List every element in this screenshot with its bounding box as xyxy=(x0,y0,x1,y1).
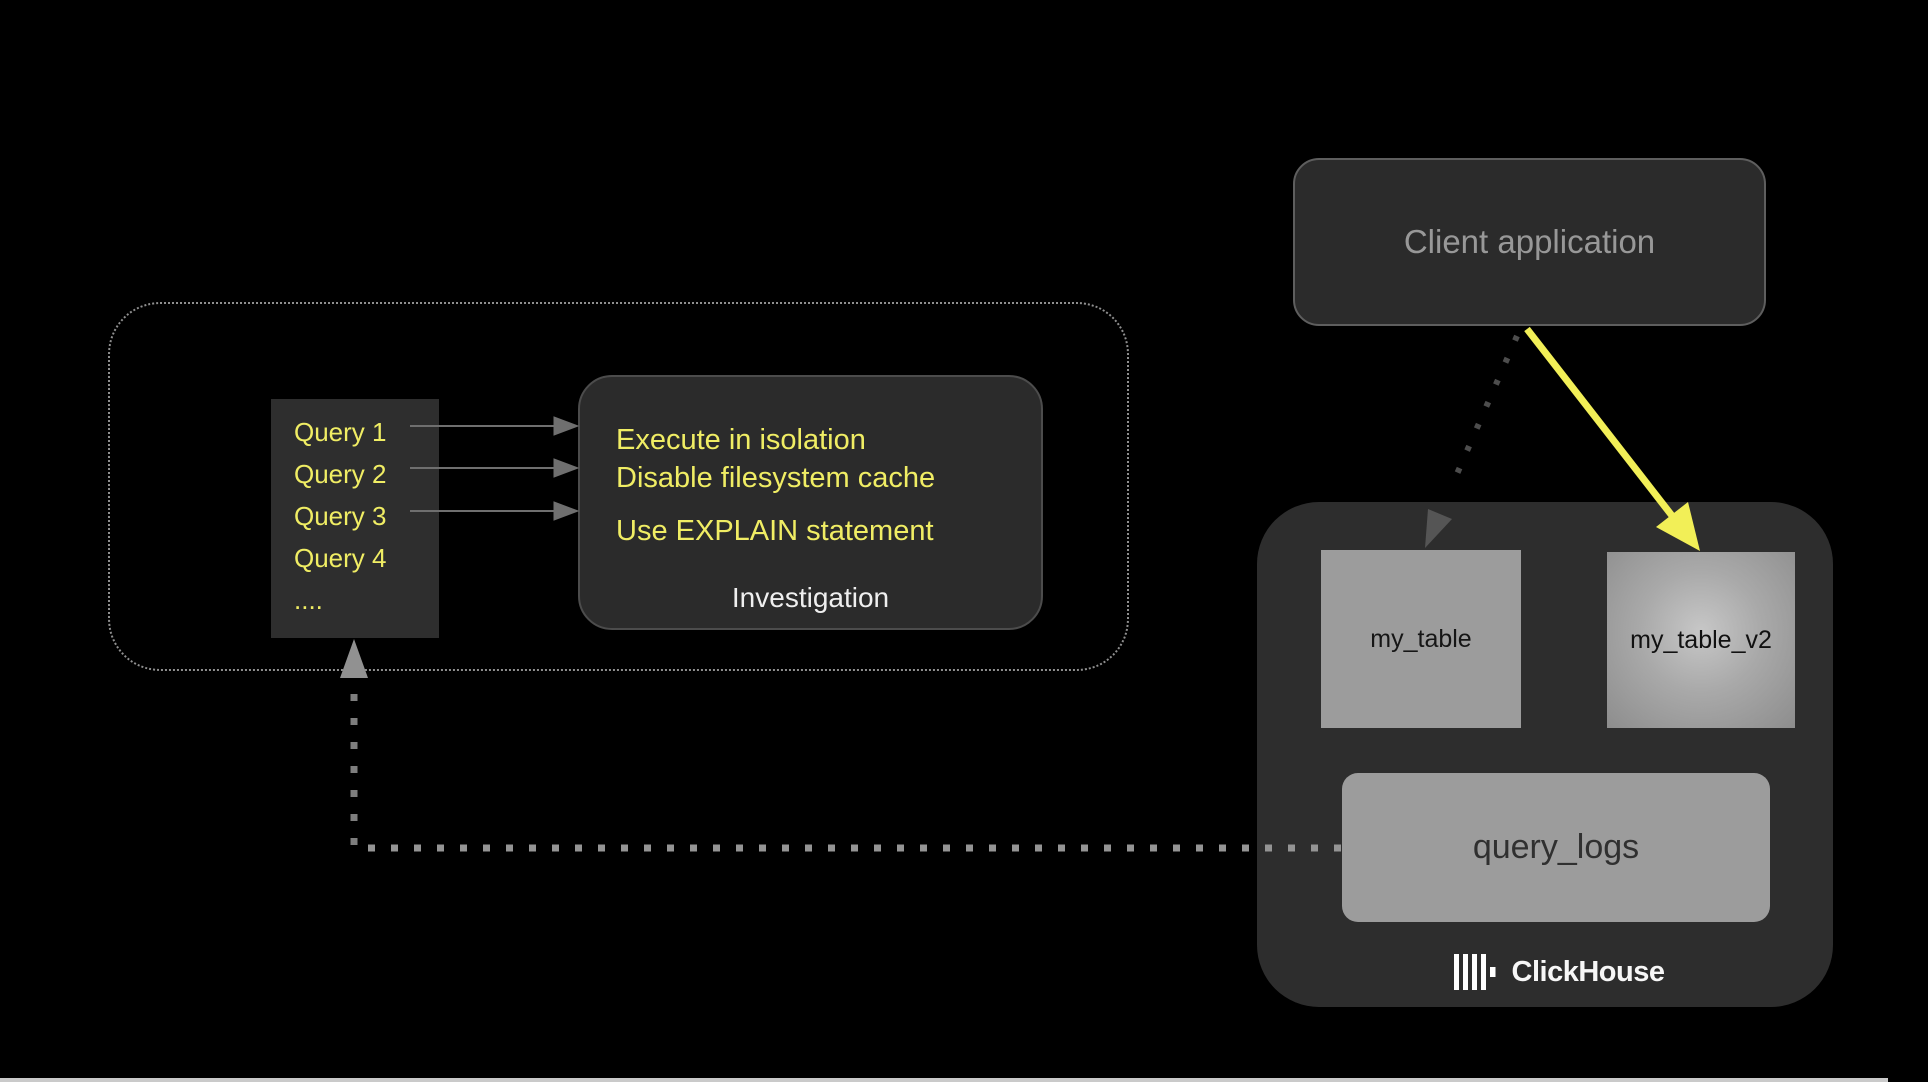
query-item-3: Query 3 xyxy=(294,500,387,531)
clickhouse-brand-label: ClickHouse xyxy=(1511,955,1665,988)
bottom-edge-bar xyxy=(0,1078,1888,1082)
query-item-ellipsis: .... xyxy=(294,584,323,615)
clickhouse-brand: ClickHouse xyxy=(1271,952,1847,992)
client-application-label: Client application xyxy=(1403,223,1656,260)
tip-use-explain: Use EXPLAIN statement xyxy=(616,515,934,547)
query-logs-box: query_logs xyxy=(1342,773,1770,922)
client-application-box: Client application xyxy=(1293,158,1766,326)
client-to-mytablev2-line xyxy=(1524,326,1676,520)
my-table-v2-label: my_table_v2 xyxy=(1630,625,1772,654)
tip-execute-isolation: Execute in isolation xyxy=(616,424,866,456)
tip-disable-fs-cache: Disable filesystem cache xyxy=(616,462,936,494)
client-to-mytable-dotted-line xyxy=(1447,334,1520,492)
query-item-4: Query 4 xyxy=(294,542,387,573)
my-table-box: my_table xyxy=(1321,550,1521,728)
my-table-label: my_table xyxy=(1370,624,1472,653)
query-logs-label: query_logs xyxy=(1472,828,1640,866)
my-table-v2-box: my_table_v2 xyxy=(1607,552,1795,728)
investigation-title: Investigation xyxy=(731,582,890,613)
query-list-box: Query 1 Query 2 Query 3 Query 4 .... xyxy=(271,399,439,638)
clickhouse-panel: my_table my_table_v2 query_logs ClickHou… xyxy=(1257,502,1833,1007)
investigation-box: Execute in isolation Disable filesystem … xyxy=(578,375,1043,630)
investigation-group-outline xyxy=(108,302,1129,671)
query-item-2: Query 2 xyxy=(294,458,387,489)
clickhouse-logo-icon xyxy=(1453,954,1496,990)
query-item-1: Query 1 xyxy=(294,416,387,447)
